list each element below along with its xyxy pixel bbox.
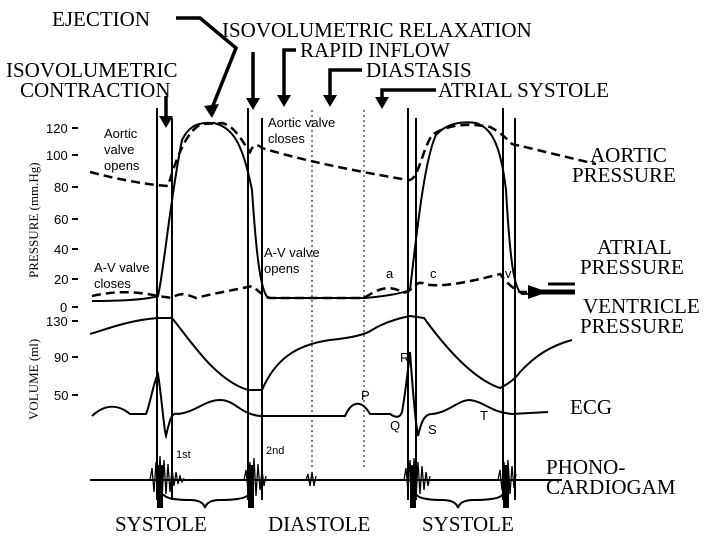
pressure-axis-label: PRESSURE (mm.Hg): [26, 162, 41, 278]
volume-tick-50: 50: [54, 388, 68, 403]
ecg-r-label: R: [400, 350, 409, 365]
phonocardiogram-label-line2: CARDIOGAM: [546, 475, 676, 499]
atrial-pressure-label-line1: ATRIAL: [597, 235, 672, 259]
phase-isovolumetric-relaxation: ISOVOLUMETRIC RELAXATION: [222, 18, 532, 42]
heart-sound-2-1st: [403, 457, 431, 501]
isovol-contraction-arrowhead: [159, 116, 173, 128]
aortic-valve-opens-line1: Aortic: [104, 126, 138, 141]
phase-atrial-systole: ATRIAL SYSTOLE: [438, 78, 609, 102]
right-labels: AORTIC PRESSURE ATRIAL PRESSURE VENTRICL…: [546, 143, 700, 499]
av-valve-opens-line1: A-V valve: [264, 245, 320, 260]
phase-diastasis: DIASTASIS: [366, 58, 472, 82]
wave-v-label: v: [505, 266, 512, 281]
ventricle-pressure-label-line1: VENTRICLE: [583, 294, 700, 318]
volume-axis-label: VOLUME (ml): [26, 339, 41, 420]
heart-sound-2nd: [243, 457, 267, 499]
ecg-t-label: T: [480, 408, 488, 423]
ecg-label: ECG: [570, 395, 612, 419]
pressure-tick-40: 40: [54, 242, 68, 257]
ejection-arrowhead: [204, 104, 219, 118]
ventricle-pressure-label-line2: PRESSURE: [580, 314, 684, 338]
phase-rapid-inflow: RAPID INFLOW: [300, 38, 450, 62]
wave-annotations: a c v P Q R S T 1st 2nd: [176, 266, 512, 461]
ecg-p-label: P: [361, 388, 370, 403]
av-valve-opens-line2: opens: [264, 261, 300, 276]
pressure-tick-100: 100: [46, 148, 68, 163]
ventricular-volume-curve: [89, 314, 573, 391]
ejection-arrow: [176, 16, 239, 109]
aortic-valve-opens-line2: valve: [104, 142, 134, 157]
ecg-s-label: S: [428, 422, 437, 437]
phase-isovolumetric-contraction-line1: ISOVOLUMETRIC: [6, 58, 178, 82]
aortic-valve-opens-line3: opens: [104, 158, 140, 173]
pressure-tick-80: 80: [54, 180, 68, 195]
pressure-tick-0: 0: [60, 300, 67, 315]
pressure-ticks: 120 100 80 60 40 20 0: [46, 121, 68, 315]
atrial-pressure-curve: [91, 272, 560, 300]
systole-label-1: SYSTOLE: [115, 512, 207, 536]
atrial-pointer-arrowhead: [528, 285, 548, 299]
volume-tick-90: 90: [54, 350, 68, 365]
bottom-labels: SYSTOLE DIASTOLE SYSTOLE: [115, 512, 514, 536]
av-valve-closes-line1: A-V valve: [94, 260, 150, 275]
phonocardiogram-label-line1: PHONO-: [546, 455, 625, 479]
atrial-pressure-label-line2: PRESSURE: [580, 255, 684, 279]
wave-c-label: c: [430, 266, 437, 281]
atrial-systole-arrow: [380, 88, 436, 99]
heart-sound-1st: [149, 455, 185, 501]
isovol-relax-arrowhead: [246, 98, 260, 110]
phase-pointer-arrows: [159, 16, 436, 128]
axis-tick-marks: [72, 127, 78, 396]
diastasis-arrow: [328, 68, 362, 97]
valve-annotations: Aortic valve opens Aortic valve closes A…: [94, 115, 335, 291]
cycle-brackets: [157, 465, 509, 509]
ventricle-pressure-curve: [91, 121, 561, 302]
sound-1st-label: 1st: [176, 449, 191, 461]
atrial-systole-arrowhead: [375, 97, 389, 109]
diastasis-arrowhead: [323, 95, 337, 107]
aortic-pressure-curve: [89, 121, 597, 188]
phase-ejection: EJECTION: [52, 7, 150, 31]
volume-ticks: 130 90 50: [46, 314, 68, 403]
aortic-valve-closes-line2: closes: [268, 131, 305, 146]
rapid-inflow-arrow: [282, 48, 296, 97]
pressure-tick-60: 60: [54, 212, 68, 227]
heart-sound-small-1: [305, 471, 317, 487]
phase-boundary-lines: [156, 108, 516, 500]
sound-2nd-label: 2nd: [266, 445, 284, 457]
wave-a-label: a: [386, 266, 394, 281]
pressure-tick-20: 20: [54, 272, 68, 287]
aortic-valve-closes-line1: Aortic valve: [268, 115, 335, 130]
volume-tick-130: 130: [46, 314, 68, 329]
phonocardiogram: [90, 455, 562, 501]
aortic-pressure-label-line1: AORTIC: [590, 143, 667, 167]
rapid-inflow-arrowhead: [277, 95, 291, 107]
systole-label-2: SYSTOLE: [422, 512, 514, 536]
phase-isovolumetric-contraction-line2: CONTRACTION: [20, 78, 171, 102]
pressure-tick-120: 120: [46, 121, 68, 136]
av-valve-closes-line2: closes: [94, 276, 131, 291]
ecg-q-label: Q: [390, 418, 400, 433]
ecg-curve: [91, 351, 549, 440]
diastole-label: DIASTOLE: [268, 512, 370, 536]
aortic-pressure-label-line2: PRESSURE: [572, 163, 676, 187]
